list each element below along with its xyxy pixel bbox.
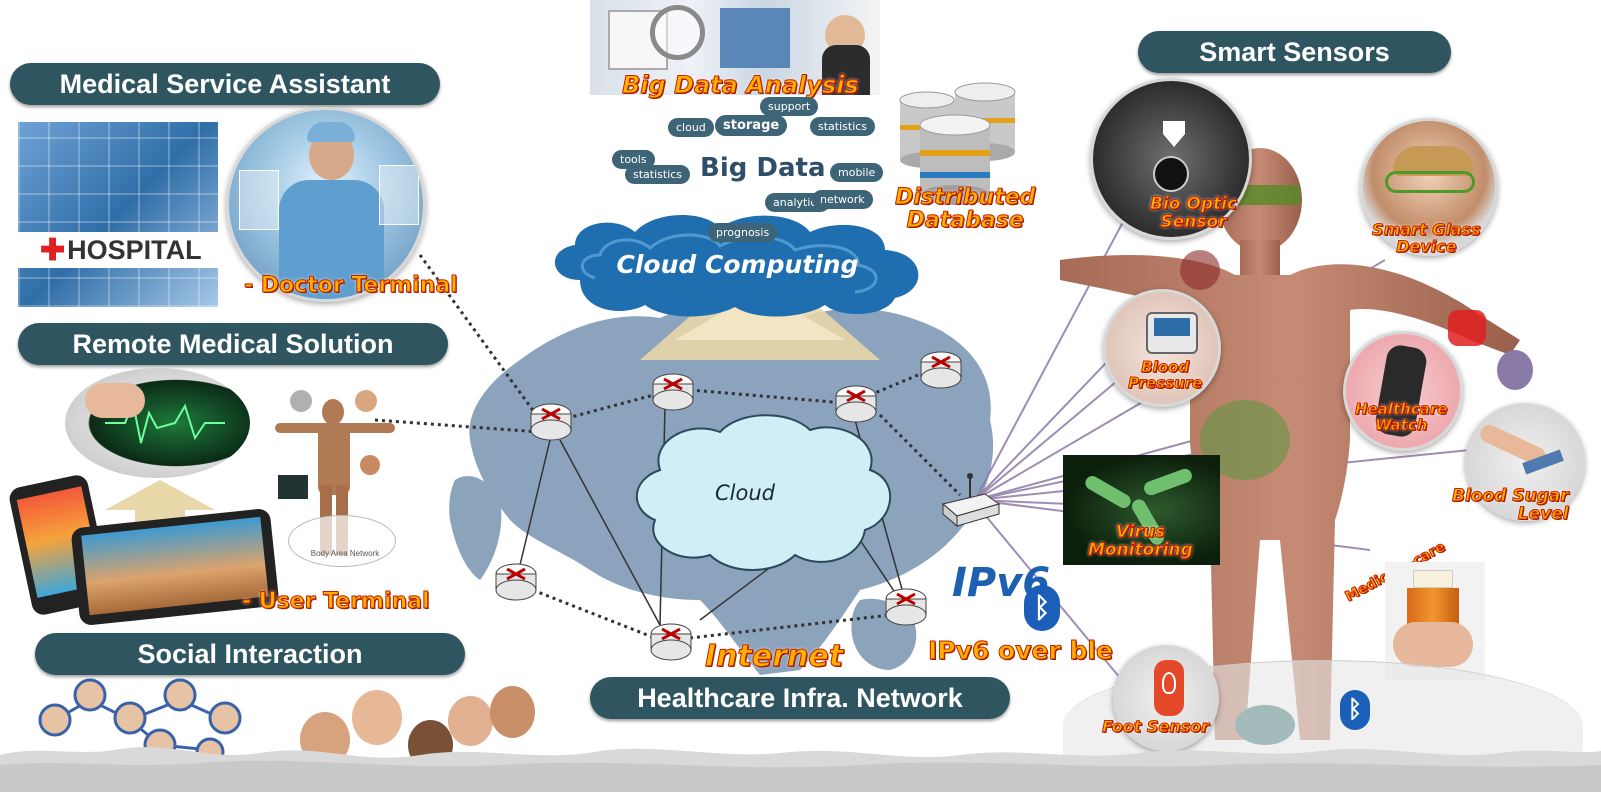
up-arrow — [105, 480, 215, 540]
router-icon — [885, 588, 927, 626]
blood-pressure-photo — [1103, 289, 1221, 407]
cross-icon: ✚ — [40, 233, 66, 267]
foot-sensor-label: Foot Sensor — [1101, 717, 1210, 736]
internet-label: Internet — [704, 639, 844, 674]
smart-sensors-header: Smart Sensors — [1138, 31, 1451, 73]
cloud-computing-cloud — [554, 214, 919, 317]
big-data-cluster: cloud storage support statistics tools s… — [600, 95, 900, 245]
bluetooth-icon: ᛒ — [1340, 690, 1370, 730]
smart-glass-device-label: Smart Glass Device — [1372, 220, 1482, 256]
hospital-sign: HOSPITAL — [67, 234, 202, 265]
virus-monitoring-label: Virus Monitoring — [1088, 522, 1194, 560]
blood-pressure-label: Blood Pressure — [1127, 358, 1203, 392]
big-data-label: Big Data — [700, 153, 826, 183]
social-interaction-header: Social Interaction — [35, 633, 465, 675]
user-terminal-label: - User Terminal — [242, 589, 431, 614]
network-links — [374, 254, 962, 642]
internet-cloud — [635, 414, 892, 571]
healthcare-watch-photo — [1343, 331, 1463, 451]
blood-sugar-level-photo — [1465, 403, 1585, 521]
body-area-network-label: Body Area Network — [310, 549, 380, 558]
router-icon — [650, 623, 692, 661]
bio-optic-sensor-photo — [1090, 78, 1252, 240]
big-data-analysis-photo — [590, 0, 880, 95]
doctor-terminal-label: - Doctor Terminal — [244, 273, 459, 298]
torn-paper-edge — [0, 747, 1601, 792]
healthcare-watch-label: Healthcare Watch — [1354, 400, 1448, 434]
cloud-label: Cloud — [715, 481, 775, 505]
healthcare-infra-network-header: Healthcare Infra. Network — [590, 677, 1010, 719]
router-icon — [530, 403, 572, 441]
doctor-terminal-photo — [226, 107, 426, 302]
smart-glass-device-photo — [1360, 118, 1498, 256]
bio-optic-sensor-label: Bio Optic Sensor — [1149, 194, 1238, 232]
foot-sensor-photo — [1113, 645, 1219, 751]
bluetooth-icon: ᛒ — [1024, 585, 1060, 631]
ipv6-over-ble-label: IPv6 over ble — [928, 636, 1114, 665]
router-icon — [835, 385, 877, 423]
body-area-network-figure: Body Area Network — [270, 385, 405, 570]
ecg-tablet-photo — [65, 368, 250, 478]
hospital-photo: ✚ HOSPITAL — [18, 122, 218, 307]
medicine-care-photo — [1385, 562, 1485, 680]
cloud-computing-label: Cloud Computing — [616, 250, 859, 279]
distributed-database-icon — [899, 82, 1016, 205]
blood-sugar-level-label: Blood Sugar Level — [1452, 486, 1570, 524]
router-icon — [920, 351, 962, 389]
gateway-device — [941, 473, 1001, 528]
distributed-database-label: Distributed Database — [894, 185, 1036, 234]
remote-medical-solution-header: Remote Medical Solution — [18, 323, 448, 365]
medical-service-assistant-header: Medical Service Assistant — [10, 63, 440, 105]
router-icon — [652, 373, 694, 411]
router-icon — [495, 563, 537, 601]
big-data-analysis-label: Big Data Analysis — [622, 71, 860, 99]
virus-monitoring-photo — [1063, 455, 1220, 565]
